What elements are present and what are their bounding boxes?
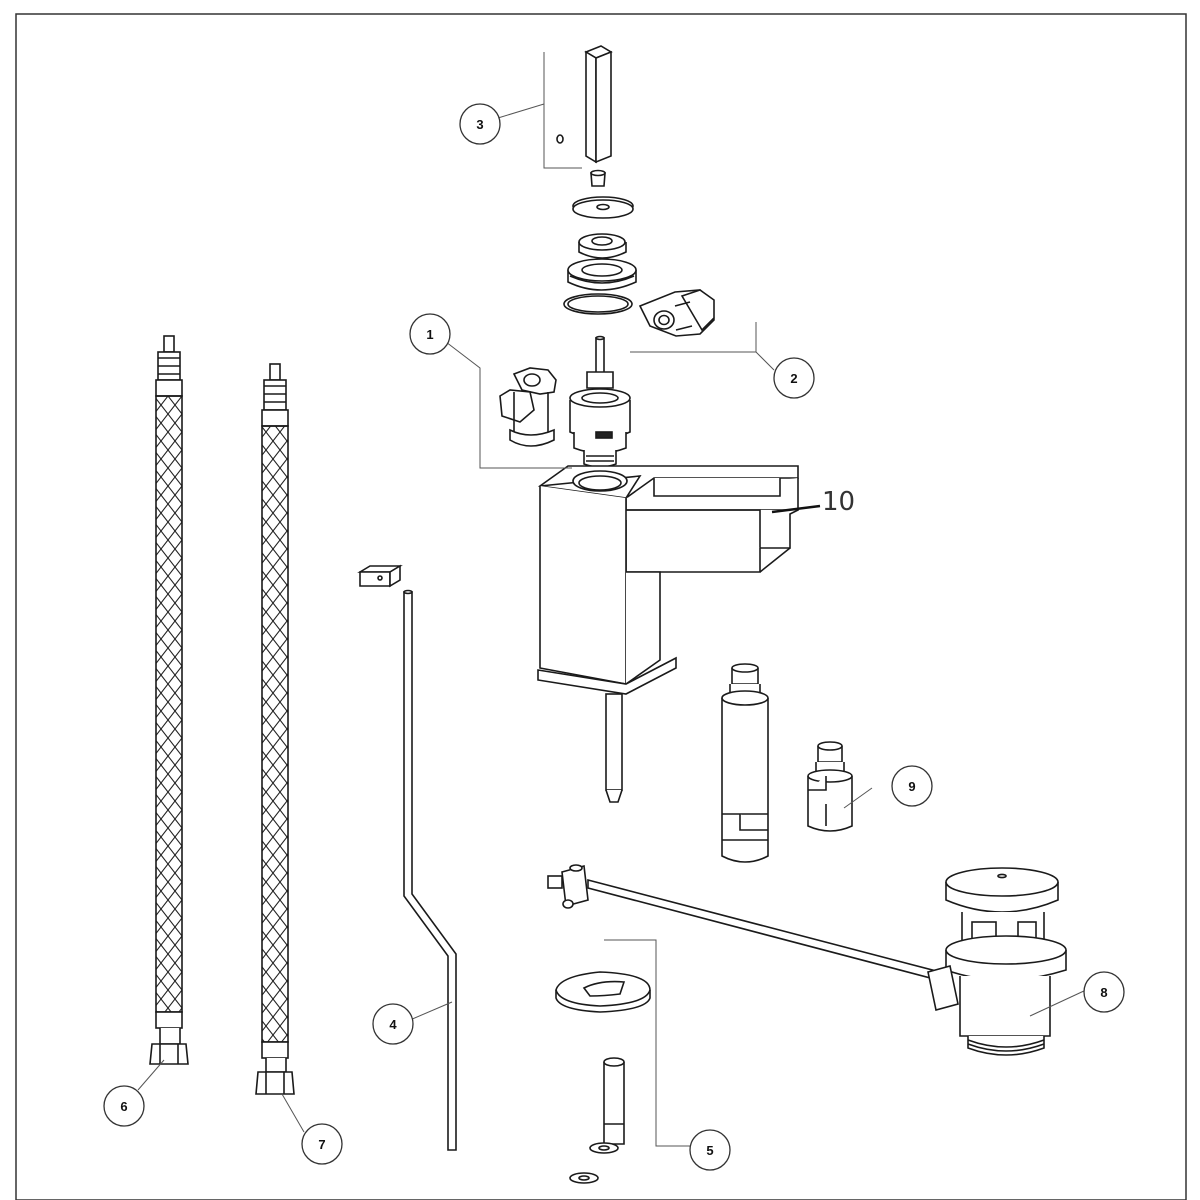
leader-lines <box>137 52 1087 1147</box>
callout-3: 3 <box>459 103 501 145</box>
part-4-popup-rod <box>357 564 457 1151</box>
part-1-cartridge <box>569 335 631 468</box>
callout-5-label: 5 <box>706 1143 713 1158</box>
part-diverter-left <box>499 367 557 447</box>
part-6-flexi-hose-left <box>149 335 189 1065</box>
part-3-handle-lever <box>556 45 613 187</box>
callout-7-label: 7 <box>318 1137 325 1152</box>
callout-8: 8 <box>1083 971 1125 1013</box>
part-o-ring <box>563 293 633 315</box>
callout-6-label: 6 <box>120 1099 127 1114</box>
part-washer <box>572 196 634 219</box>
part-threaded-ring <box>567 258 637 291</box>
callout-9-label: 9 <box>908 779 915 794</box>
part-bonnet-nut <box>578 233 627 259</box>
callout-4-label: 4 <box>389 1017 397 1032</box>
callout-2: 2 <box>773 357 815 399</box>
callout-9: 9 <box>891 765 933 807</box>
part-5-linkage <box>547 864 941 1184</box>
callout-4: 4 <box>372 1003 414 1045</box>
part-9-adaptors <box>721 663 853 863</box>
tap-body <box>537 465 799 803</box>
callout-8-label: 8 <box>1100 985 1107 1000</box>
part-8-popup-waste <box>927 867 1067 1056</box>
part-2-diverter-right <box>638 289 715 337</box>
drawing-frame <box>15 13 1187 1200</box>
callout-1: 1 <box>409 313 451 355</box>
callout-1-label: 1 <box>426 327 433 342</box>
callout-6: 6 <box>103 1085 145 1127</box>
callout-3-label: 3 <box>476 117 483 132</box>
callout-5: 5 <box>689 1129 731 1171</box>
callout-10-label: 10 <box>822 487 855 517</box>
callout-2-label: 2 <box>790 371 797 386</box>
part-7-flexi-hose-right <box>255 363 295 1095</box>
callout-7: 7 <box>301 1123 343 1165</box>
